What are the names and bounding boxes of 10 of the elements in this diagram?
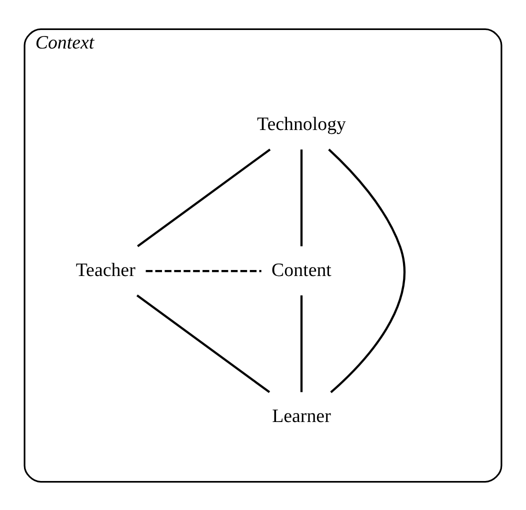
connector xyxy=(300,149,303,246)
node-text: Technology xyxy=(257,114,346,135)
node-text: Content xyxy=(272,260,332,281)
connector xyxy=(300,294,303,392)
connector xyxy=(328,148,406,393)
node-text: Learner xyxy=(272,405,331,426)
connector xyxy=(146,269,262,272)
node-text: Teacher xyxy=(76,260,136,281)
connector xyxy=(136,294,270,393)
connector xyxy=(137,148,271,247)
